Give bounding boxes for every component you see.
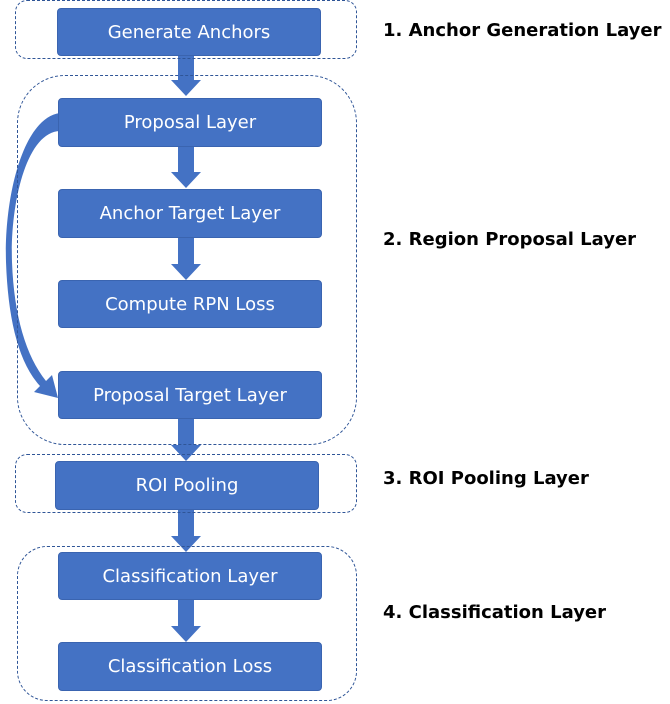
roi-pooling-box: ROI Pooling xyxy=(55,461,319,510)
arrow-proposal-target-to-roi xyxy=(171,419,201,461)
compute-rpn-loss-box: Compute RPN Loss xyxy=(58,280,322,328)
classification-loss-box: Classification Loss xyxy=(58,642,322,691)
anchor-target-layer-box: Anchor Target Layer xyxy=(58,189,322,238)
label-anchor-generation-layer: 1. Anchor Generation Layer xyxy=(383,20,662,41)
label-roi-pooling-layer: 3. ROI Pooling Layer xyxy=(383,468,589,489)
generate-anchors-box: Generate Anchors xyxy=(57,8,321,56)
arrow-classification-to-loss xyxy=(171,600,201,642)
arrow-proposal-to-proposal-target xyxy=(5,113,60,398)
label-classification-layer: 4. Classification Layer xyxy=(383,602,607,623)
group-region-proposal xyxy=(17,75,357,445)
proposal-layer-box: Proposal Layer xyxy=(58,98,322,147)
arrow-proposal-to-anchor-target xyxy=(171,147,201,188)
group-classification xyxy=(17,546,357,701)
group-roi-pooling xyxy=(15,454,357,513)
arrow-roi-to-classification xyxy=(171,510,201,552)
arrow-anchor-target-to-rpn-loss xyxy=(171,238,201,280)
classification-layer-box: Classification Layer xyxy=(58,552,322,600)
proposal-target-layer-box: Proposal Target Layer xyxy=(58,371,322,419)
group-anchor-generation xyxy=(15,0,357,59)
label-region-proposal-layer: 2. Region Proposal Layer xyxy=(383,229,637,250)
arrow-anchors-to-proposal xyxy=(171,56,201,96)
